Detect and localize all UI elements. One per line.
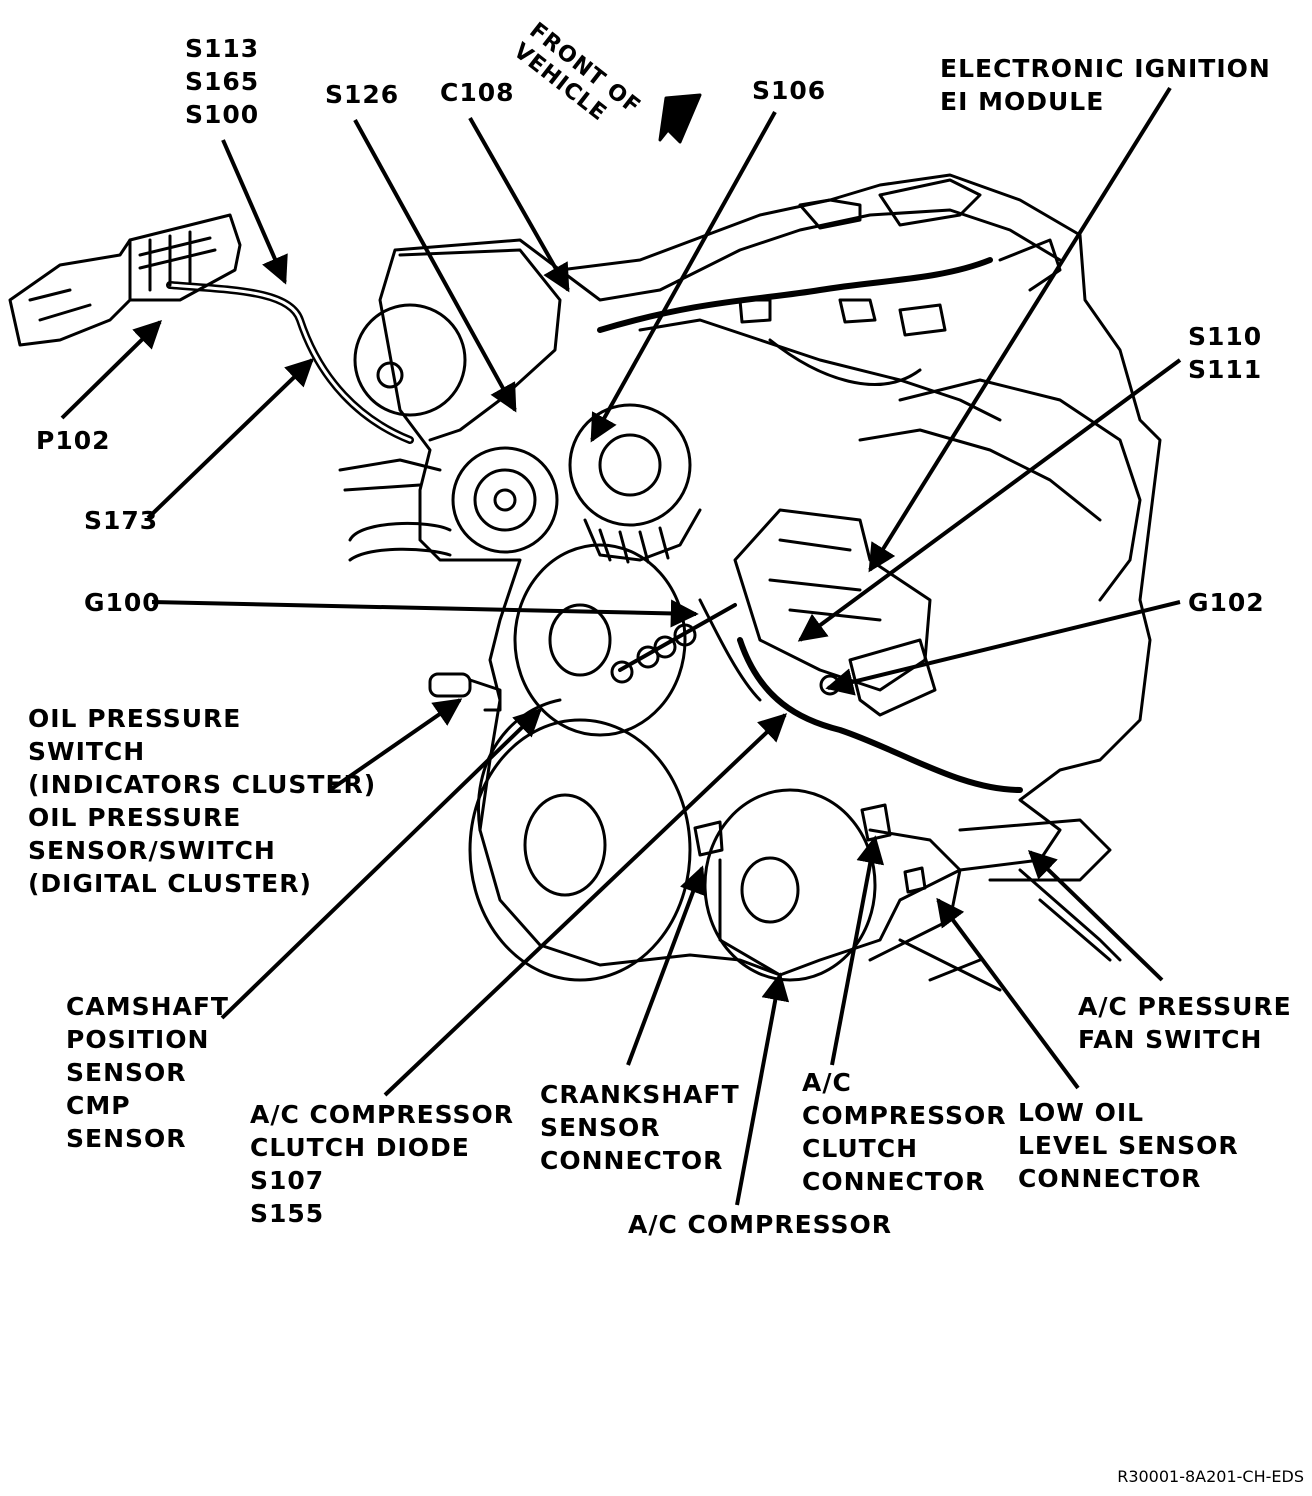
label-s110-s111: S110 S111 (1188, 322, 1263, 384)
leader-crankshaft (626, 865, 707, 1066)
ei-module (733, 508, 932, 692)
label-crankshaft-sensor-connector: CRANKSHAFT SENSOR CONNECTOR (540, 1080, 740, 1175)
label-low-oil-level-sensor-connector: LOW OIL LEVEL SENSOR CONNECTOR (1018, 1098, 1239, 1193)
label-c108: C108 (440, 78, 515, 107)
label-ac-compressor-clutch-connector: A/C COMPRESSOR CLUTCH CONNECTOR (802, 1068, 1007, 1196)
leader-ac-pressure-fan (1027, 850, 1164, 982)
leader-c108 (468, 117, 570, 293)
leader-ac-clutch-connector (830, 835, 885, 1066)
oil-pressure-switch-body (428, 672, 472, 698)
leader-s106 (590, 111, 777, 443)
label-s113-s165-s100: S113 S165 S100 (185, 34, 260, 129)
leader-low-oil (936, 897, 1080, 1090)
ac-clutch-connector-body (860, 803, 892, 842)
crankshaft-pulley (468, 718, 692, 982)
power-steering-pulley (451, 446, 559, 554)
label-electronic-ignition: ELECTRONIC IGNITION EI MODULE (940, 54, 1271, 116)
leader-s126 (353, 119, 517, 413)
label-p102: P102 (36, 426, 111, 455)
label-camshaft-position-sensor: CAMSHAFT POSITION SENSOR CMP SENSOR (66, 992, 229, 1153)
leader-ac-diode (383, 713, 788, 1097)
leader-oil-pressure (328, 698, 463, 792)
leader-lines (60, 86, 1182, 1206)
leader-g100 (151, 599, 699, 628)
alternator (568, 403, 692, 527)
label-s173: S173 (84, 506, 159, 535)
crankshaft-sensor-connector (693, 820, 724, 857)
label-g100: G100 (84, 588, 161, 617)
label-oil-pressure: OIL PRESSURE SWITCH (INDICATORS CLUSTER)… (28, 704, 377, 898)
leader-g102 (825, 600, 1181, 696)
front-of-vehicle-arrow (658, 93, 702, 144)
leader-s110-s111 (797, 358, 1182, 642)
leader-p102 (60, 320, 163, 420)
label-ac-pressure-fan-switch: A/C PRESSURE FAN SWITCH (1078, 992, 1292, 1054)
leader-ei-module (868, 86, 1172, 573)
p102-connector (8, 213, 242, 347)
engine-block-outline (378, 173, 1162, 977)
leader-camshaft (220, 708, 543, 1020)
drawing-code: R30001-8A201-CH-EDS (1117, 1467, 1304, 1486)
leader-s173 (146, 358, 315, 520)
ac-compressor-body (703, 788, 877, 982)
upper-pulley (353, 303, 467, 417)
label-ac-compressor: A/C COMPRESSOR (628, 1210, 893, 1239)
low-oil-level-connector-body (903, 866, 927, 894)
leader-ac-compressor (735, 972, 790, 1206)
leader-s113 (221, 139, 288, 285)
upper-harness (597, 257, 993, 333)
label-g102: G102 (1188, 588, 1265, 617)
label-s106: S106 (752, 76, 827, 105)
label-s126: S126 (325, 80, 400, 109)
label-ac-compressor-clutch-diode: A/C COMPRESSOR CLUTCH DIODE S107 S155 (250, 1100, 515, 1228)
